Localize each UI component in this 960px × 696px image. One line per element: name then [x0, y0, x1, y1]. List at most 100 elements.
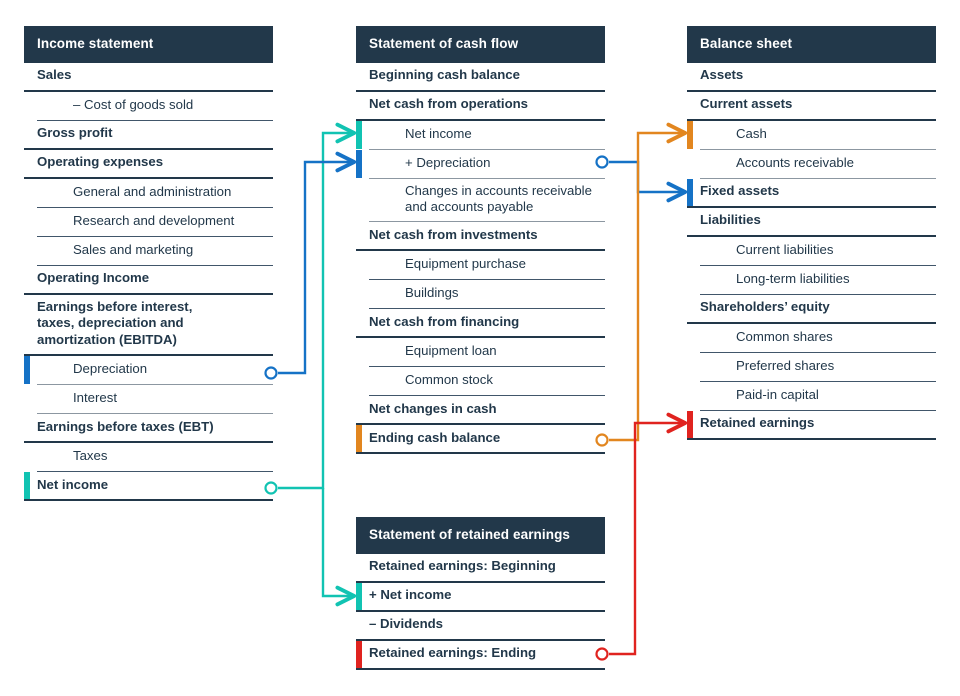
row-accent-tab-blue	[356, 149, 362, 178]
statement-row: Fixed assets	[687, 178, 936, 208]
row-accent-tab-blue	[24, 356, 30, 385]
statement-row: Retained earnings: Ending	[356, 640, 605, 670]
statement-row: Net income	[24, 472, 273, 502]
statement-row: Earnings before interest, taxes, depreci…	[24, 295, 273, 357]
panel-title-statement-of-cash-flow: Statement of cash flow	[356, 26, 605, 63]
statement-row: Equipment purchase	[369, 251, 605, 281]
statement-row: Sales	[24, 63, 273, 92]
statement-row-label: Sales and marketing	[73, 241, 194, 257]
statement-row: Ending cash balance	[356, 425, 605, 455]
statement-row: – Dividends	[356, 612, 605, 641]
statement-row-label: Net cash from investments	[369, 226, 538, 242]
statement-row: Common shares	[700, 324, 936, 353]
statement-row-label: Equipment purchase	[405, 256, 526, 272]
statement-row-label: – Cost of goods sold	[73, 96, 194, 112]
row-accent-tab-orange	[687, 120, 693, 149]
statement-row-label: Accounts receivable	[736, 154, 855, 170]
row-accent-tab-teal	[356, 120, 362, 149]
statement-row: General and administration	[37, 179, 273, 208]
connector-depreciation-fixed-assets-blue	[609, 160, 688, 203]
row-accent-tab-orange	[356, 425, 362, 453]
statement-row-label: Net cash from operations	[369, 96, 529, 112]
statement-row: Liabilities	[687, 208, 936, 237]
connector-ending-cash-orange	[609, 122, 688, 442]
row-accent-tab-red	[687, 410, 693, 438]
statement-row-label: Retained earnings: Ending	[369, 645, 537, 661]
statement-row-label: Paid-in capital	[736, 386, 819, 402]
statement-row: Interest	[37, 385, 273, 415]
statement-row-label: Cash	[736, 125, 767, 141]
statement-row-label: Buildings	[405, 285, 459, 301]
row-accent-tab-red	[356, 640, 362, 668]
statement-row-label: Changes in accounts receivable and accou…	[405, 182, 592, 215]
statement-row: Current assets	[687, 92, 936, 121]
statement-row: + Net income	[356, 582, 605, 612]
statement-row-label: Long-term liabilities	[736, 270, 850, 286]
statement-row-label: Current assets	[700, 96, 793, 112]
panel-income-statement: Income statement Sales– Cost of goods so…	[24, 26, 273, 502]
statement-row: Depreciation	[24, 356, 273, 386]
statement-row: Net cash from investments	[356, 222, 605, 252]
panel-statement-of-cash-flow: Statement of cash flow Beginning cash ba…	[356, 26, 605, 455]
statement-row: Gross profit	[24, 121, 273, 150]
statement-row: Shareholders’ equity	[687, 295, 936, 324]
statement-row-label: Interest	[73, 390, 117, 406]
statement-row-label: Preferred shares	[736, 357, 835, 373]
statement-row: Changes in accounts receivable and accou…	[369, 179, 605, 223]
statement-row-label: Operating expenses	[37, 154, 164, 170]
panel-title-balance-sheet: Balance sheet	[687, 26, 936, 63]
panel-title-statement-of-retained-earnings: Statement of retained earnings	[356, 517, 605, 554]
statement-row: Beginning cash balance	[356, 63, 605, 92]
statement-row: Paid-in capital	[700, 382, 936, 411]
statement-row: – Cost of goods sold	[37, 92, 273, 121]
statement-row: Assets	[687, 63, 936, 92]
statement-row-label: Earnings before interest, taxes, depreci…	[37, 298, 193, 348]
statement-row: Current liabilities	[700, 237, 936, 266]
statement-row: Long-term liabilities	[700, 266, 936, 295]
statement-row-label: Common shares	[736, 328, 833, 344]
statement-row-label: Operating Income	[37, 270, 150, 286]
statement-row: Common stock	[369, 367, 605, 397]
statement-row: Net income	[356, 120, 605, 150]
statement-row-label: – Dividends	[369, 616, 444, 632]
statement-row-label: General and administration	[73, 183, 232, 199]
statement-row: Taxes	[37, 443, 273, 473]
statement-row-label: Research and development	[73, 212, 235, 228]
rows-statement-of-retained-earnings: Retained earnings: Beginning + Net income…	[356, 554, 605, 670]
statement-row-label: Current liabilities	[736, 241, 834, 257]
statement-row: Cash	[687, 120, 936, 150]
statement-row-label: Net income	[37, 476, 109, 492]
row-accent-tab-teal	[24, 472, 30, 500]
panel-title-income-statement: Income statement	[24, 26, 273, 63]
statement-row-label: Fixed assets	[700, 183, 780, 199]
statement-row-label: Shareholders’ equity	[700, 299, 830, 315]
statement-row: Research and development	[37, 208, 273, 237]
statement-row-label: Sales	[37, 67, 72, 83]
connector-retained-earnings-red	[609, 412, 688, 656]
statement-row: + Depreciation	[356, 149, 605, 179]
statement-row-label: Taxes	[73, 448, 108, 464]
statement-row: Retained earnings	[687, 410, 936, 440]
connector-net-income-teal	[278, 122, 357, 607]
statement-row: Operating Income	[24, 266, 273, 295]
statement-row: Sales and marketing	[37, 237, 273, 266]
row-accent-tab-blue	[687, 178, 693, 206]
statement-row-label: Retained earnings	[700, 415, 815, 431]
statement-row-label: Earnings before taxes (EBT)	[37, 418, 214, 434]
statement-row-label: + Depreciation	[405, 154, 491, 170]
statement-row-label: Net cash from financing	[369, 313, 520, 329]
row-accent-tab-teal	[356, 582, 362, 610]
statement-row: Retained earnings: Beginning	[356, 554, 605, 583]
statement-row-label: Depreciation	[73, 361, 148, 377]
statement-row: Net cash from financing	[356, 309, 605, 339]
statement-row: Net cash from operations	[356, 92, 605, 121]
statement-row-label: Net changes in cash	[369, 400, 497, 416]
statement-row: Equipment loan	[369, 338, 605, 368]
statement-row-label: Retained earnings: Beginning	[369, 558, 556, 574]
panel-statement-of-retained-earnings: Statement of retained earnings Retained …	[356, 517, 605, 670]
